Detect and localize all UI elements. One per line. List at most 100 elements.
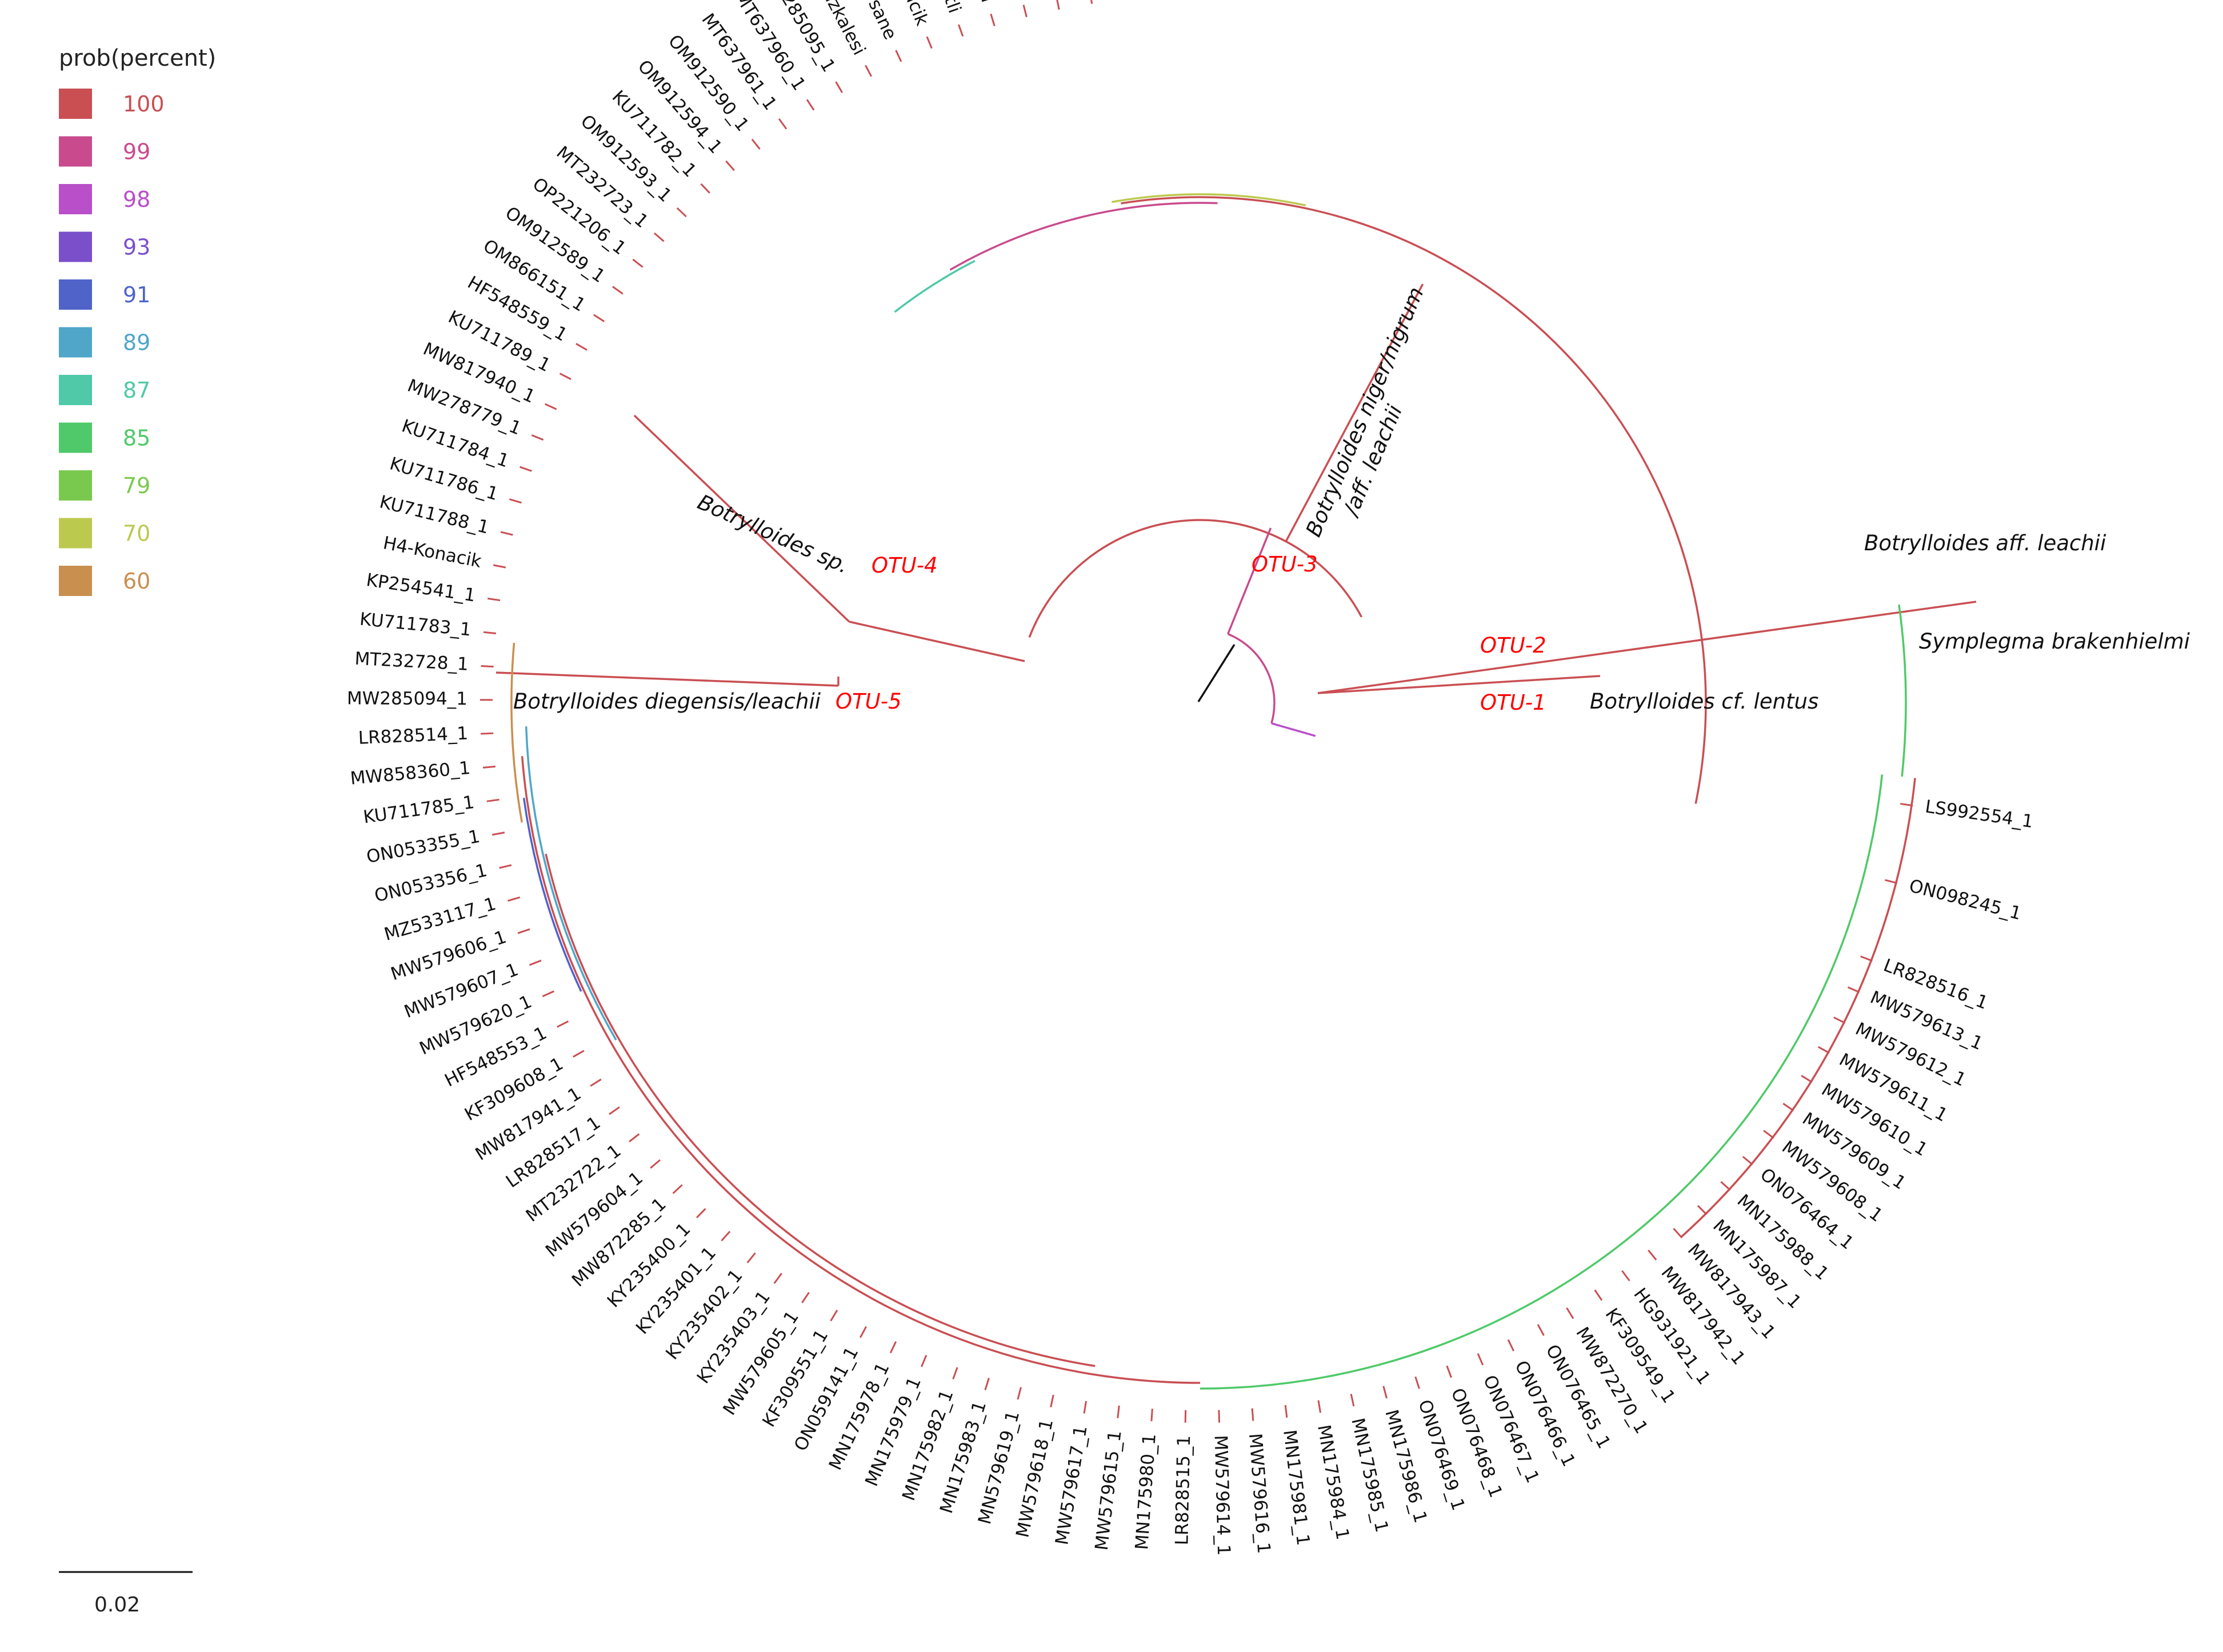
otu1-2-stem	[1271, 722, 1316, 737]
leaf-tick	[1050, 1394, 1054, 1407]
leaf-tick	[573, 1050, 585, 1058]
clade-label-botrylloides-diegensis-leachii: Botrylloides diegensis/leachii	[513, 689, 821, 714]
leaf-label: MW579604_1	[542, 1167, 647, 1261]
leaf-tick	[889, 1341, 897, 1354]
leaf-label: MW858360_1	[349, 758, 471, 789]
legend-label: 89	[123, 330, 150, 355]
leaf-tick	[835, 81, 843, 93]
leaf-tick	[1090, 0, 1093, 4]
leaf-tick	[1801, 1075, 1813, 1083]
legend-swatch	[59, 375, 92, 405]
leaf-label: KU711783_1	[359, 609, 472, 641]
otu2-branch	[1317, 601, 1977, 694]
otu3-sub-arc-70	[1112, 193, 1306, 207]
leaf-tick	[1382, 1386, 1388, 1399]
lower-arc-a	[545, 853, 1095, 1367]
leaf-tick	[1218, 1410, 1221, 1423]
leaf-tick	[1284, 1405, 1288, 1418]
leaf-tick	[1860, 955, 1873, 962]
leaf-tick	[1117, 1405, 1120, 1418]
leaf-tick	[590, 1078, 602, 1087]
leaf-tick	[1621, 1270, 1630, 1282]
leaf-tick	[1885, 879, 1898, 884]
leaf-tick	[481, 732, 494, 735]
otu3-stem	[1285, 283, 1424, 542]
leaf-tick	[531, 434, 544, 441]
leaf-tick	[801, 1291, 810, 1303]
leaf-tick	[921, 1354, 927, 1367]
leaf-tick	[859, 1326, 867, 1338]
leaf-label: MN175980_1	[1132, 1433, 1160, 1550]
otu4-branch	[849, 621, 1025, 662]
leaf-tick	[895, 50, 902, 62]
leaf-tick	[1673, 1227, 1683, 1239]
leaf-tick	[1648, 1249, 1657, 1261]
leaf-label: LR828514_1	[358, 723, 469, 749]
legend-label: 70	[123, 521, 150, 546]
leaf-tick	[632, 258, 643, 268]
leaf-label: LS992554_1	[1924, 797, 2035, 833]
legend-swatch	[59, 231, 92, 262]
leaf-label: MW872285_1	[568, 1194, 670, 1291]
leaf-tick	[500, 531, 513, 536]
legend-label: 87	[123, 378, 150, 403]
legend-label: 60	[123, 569, 150, 594]
leaf-tick	[509, 498, 522, 504]
leaf-tick	[1782, 1102, 1794, 1111]
leaf-tick	[545, 403, 557, 410]
leaf-tick	[746, 1252, 756, 1263]
leaf-tick	[1022, 5, 1027, 18]
leaf-label: MN175984_1	[1313, 1423, 1353, 1542]
lower-arc-b	[521, 756, 1201, 1384]
lower-arc-60	[510, 642, 523, 823]
clade-label-botrylloides-niger-nigrum: Botrylloides niger/nigrum /aff. leachii	[1301, 283, 1429, 540]
legend-swatch	[59, 422, 92, 453]
leaf-tick	[1251, 1408, 1254, 1421]
lower-arc-91	[522, 798, 582, 992]
otu-label-2: OTU-2	[1480, 633, 1546, 658]
legend-swatch	[59, 566, 92, 596]
legend-label: 99	[123, 139, 150, 165]
leaf-label: MW579614_1	[1210, 1435, 1234, 1556]
leaf-tick	[557, 1020, 569, 1028]
lower-arc-85	[1200, 774, 1884, 1390]
legend-title: prob(percent)	[59, 45, 216, 71]
leaf-tick	[952, 1367, 958, 1380]
clade-labels: Botrylloides cf. lentus Symplegma braken…	[513, 283, 2190, 714]
leaf-tick	[700, 183, 710, 194]
leaf-tick	[559, 373, 571, 380]
leaf-tick	[612, 286, 623, 295]
otu3-sub-arc-99	[949, 202, 1218, 271]
leaf-label: MW285094_1	[347, 688, 467, 709]
leaf-tick	[654, 232, 665, 242]
leaf-label: MW817942_1	[1657, 1263, 1749, 1369]
lower-arc-inner	[1680, 778, 1916, 1238]
scale-bar: 0.02	[59, 1571, 193, 1617]
leaf-label: MW579615_1	[1091, 1429, 1126, 1551]
legend-label: 91	[123, 282, 150, 307]
leaf-labels: LR828516_1MW579613_1MW579612_1MW579611_1…	[347, 0, 2034, 1556]
leaf-label: OM912593_1	[577, 111, 675, 206]
leaf-tick	[487, 597, 501, 602]
legend-label: 85	[123, 426, 150, 451]
leaf-tick	[1594, 1289, 1603, 1301]
leaf-tick	[1317, 1400, 1322, 1413]
legend-swatch	[59, 184, 92, 214]
otu3-arc	[1121, 196, 1707, 804]
leaf-tick	[1566, 1307, 1574, 1319]
leaf-tick	[958, 24, 964, 37]
leaf-tick	[1083, 1401, 1087, 1414]
legend-swatch	[59, 470, 92, 501]
legend-label: 79	[123, 473, 150, 498]
leaf-tick	[1477, 1353, 1484, 1366]
leaf-tick	[751, 138, 761, 150]
lower-arc-89	[525, 726, 617, 1041]
clade-label-botrylloides-sp: Botrylloides sp.	[694, 490, 853, 578]
leaf-tick	[830, 1309, 838, 1322]
clade-label-symplegma-brakenhielmi: Symplegma brakenhielmi	[1919, 629, 2190, 654]
leaf-tick	[778, 118, 787, 130]
leaf-label: ON053355_1	[365, 826, 481, 867]
root-branch	[1197, 644, 1236, 702]
leaf-tick	[486, 798, 499, 802]
